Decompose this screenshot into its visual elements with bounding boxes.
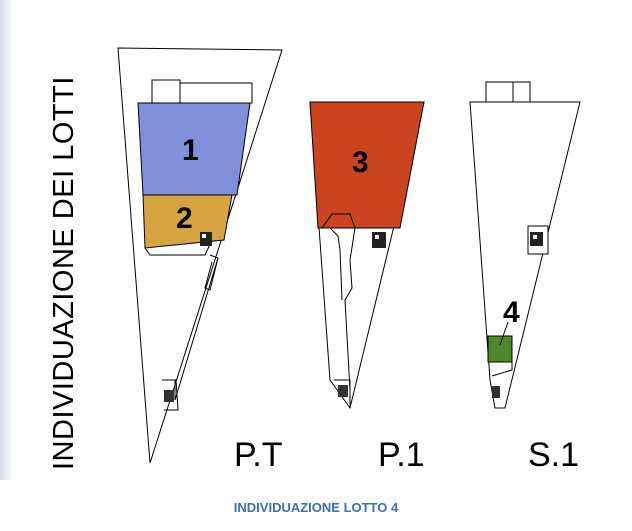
caption-text: INDIVIDUAZIONE LOTTO 4 (233, 500, 399, 515)
floor-pt-inner-wall (144, 239, 213, 256)
lot-1-area (137, 102, 251, 196)
floor-pt-stair-wall (162, 379, 179, 411)
floor-pt-annex-small (151, 79, 181, 104)
floor-pt-stair-detail (202, 234, 206, 238)
floor-p1-plan (309, 101, 425, 410)
floor-p1-lower-stair-icon (338, 385, 348, 397)
lot-3-label: 3 (352, 146, 369, 179)
lot-1-label: 1 (182, 134, 199, 167)
floor-pt-inner-line (174, 257, 219, 401)
floor-s1-outline (469, 101, 581, 409)
floor-p1-stair-icon (372, 232, 386, 248)
lot-3-area (309, 101, 425, 229)
floor-plan-diagram: INDIVIDUAZIONE DEI LOTTI (48, 47, 581, 474)
page-shadow (0, 0, 14, 480)
floor-p1-lower-wall (334, 379, 351, 408)
floor-label-p1: P.1 (378, 436, 425, 474)
floor-pt-plan (117, 47, 283, 464)
floor-s1-annex-small (512, 81, 531, 103)
lot-2-label: 2 (176, 202, 193, 235)
lot-4-label: 4 (503, 296, 520, 329)
floor-s1-plan (469, 81, 581, 409)
floor-p1-inner-wall (329, 227, 343, 301)
floor-s1-lower-wall (490, 361, 513, 377)
floor-label-s1: S.1 (528, 436, 579, 474)
floor-s1-lower-stair-icon (492, 386, 500, 398)
floor-pt-inner-corridor (204, 254, 219, 291)
lot-4-area (487, 335, 513, 363)
floor-s1-stair-detail (533, 235, 537, 239)
floor-p1-stair-detail (375, 235, 379, 239)
lot-4-leader-line (499, 321, 509, 346)
floor-pt-lower-stair-icon (164, 390, 174, 402)
diagram-title: INDIVIDUAZIONE DEI LOTTI (48, 76, 80, 470)
floor-p1-inner-block (321, 213, 356, 391)
floor-label-pt: P.T (234, 436, 283, 474)
